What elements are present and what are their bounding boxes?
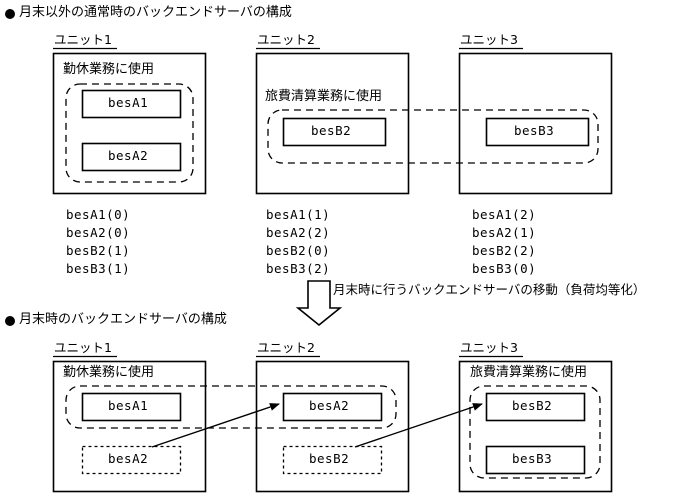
- bottom-server-box-besA2: [282, 392, 383, 422]
- bottom-server-label-besB3: besB3: [512, 451, 553, 466]
- migration-arrow-besB2: [354, 403, 483, 448]
- top-unit2-box: [255, 52, 410, 195]
- bottom-server-label-besB2: besB2: [512, 398, 553, 413]
- list-item: besB2(2): [472, 243, 537, 258]
- bottom-server-box-besB2: [485, 392, 586, 422]
- list-item: besA2(0): [66, 225, 131, 240]
- bottom-group-travel-expense-dashed: [469, 385, 601, 479]
- bottom-unit3-box: [458, 360, 613, 493]
- bottom-unit2-label: ユニット2: [257, 340, 315, 355]
- top-server-box-besA1: [81, 89, 182, 119]
- top-server-box-besB2: [282, 117, 387, 147]
- migration-arrow-besA2: [151, 403, 280, 448]
- top-server-label-besA2: besA2: [108, 148, 149, 163]
- bottom-server-label-besA1: besA1: [108, 398, 149, 413]
- bottom-ghost-box-besB2: [282, 445, 383, 475]
- list-item: besB2(0): [266, 243, 331, 258]
- list-item: besB2(1): [66, 243, 131, 258]
- bottom-server-box-besB3: [485, 445, 586, 475]
- top-group-attendance-dashed: [65, 83, 194, 183]
- top-unit1-box: [52, 52, 207, 195]
- down-block-arrow-icon: [295, 280, 343, 327]
- top-section-title: 月末以外の通常時のバックエンドサーバの構成: [19, 5, 292, 20]
- list-item: besA1(1): [266, 207, 331, 222]
- top-unit3-box: [458, 52, 613, 195]
- top-unit3-status-list: besA1(2) besA2(1) besB2(2) besB3(0): [472, 207, 536, 276]
- list-item: besA1(0): [66, 207, 131, 222]
- bottom-server-box-besA1: [81, 392, 182, 422]
- top-group-travel-expense-dashed: [267, 109, 599, 164]
- top-server-box-besB3: [485, 117, 590, 147]
- top-unit1-group-label: 勤休業務に使用: [63, 62, 155, 77]
- top-server-box-besA2: [81, 142, 182, 172]
- top-unit1-label: ユニット1: [54, 32, 112, 47]
- bottom-unit1-box: [52, 360, 207, 493]
- bottom-section-title: 月末時のバックエンドサーバの構成: [19, 312, 227, 327]
- list-item: besB3(1): [66, 261, 131, 276]
- list-item: besB3(0): [472, 261, 537, 276]
- bottom-ghost-label-besB2: besB2: [309, 451, 350, 466]
- top-server-label-besA1: besA1: [108, 95, 149, 110]
- top-unit2-group-label: 旅費清算業務に使用: [265, 89, 383, 104]
- top-unit2-label: ユニット2: [257, 32, 315, 47]
- top-section-bullet-icon: [5, 9, 15, 19]
- bottom-server-label-besA2: besA2: [309, 398, 350, 413]
- list-item: besB3(2): [266, 261, 331, 276]
- top-server-label-besB2: besB2: [311, 123, 352, 138]
- list-item: besA1(2): [472, 207, 537, 222]
- bottom-unit3-label: ユニット3: [460, 340, 518, 355]
- top-unit2-status-list: besA1(1) besA2(2) besB2(0) besB3(2): [266, 207, 330, 276]
- list-item: besA2(1): [472, 225, 537, 240]
- list-item: besA2(2): [266, 225, 331, 240]
- transition-caption: 月末時に行うバックエンドサーバの移動（負荷均等化）: [333, 282, 646, 297]
- top-server-label-besB3: besB3: [514, 123, 555, 138]
- top-unit1-status-list: besA1(0) besA2(0) besB2(1) besB3(1): [66, 207, 130, 276]
- bottom-section-bullet-icon: [5, 316, 15, 326]
- bottom-ghost-label-besA2: besA2: [108, 451, 149, 466]
- bottom-ghost-box-besA2: [81, 445, 182, 475]
- top-unit3-label: ユニット3: [460, 32, 518, 47]
- bottom-unit1-label: ユニット1: [54, 340, 112, 355]
- bottom-unit1-group-label: 勤休業務に使用: [63, 365, 155, 380]
- bottom-unit3-group-label: 旅費清算業務に使用: [470, 365, 588, 380]
- bottom-unit2-box: [255, 360, 410, 493]
- bottom-group-attendance-dashed: [65, 385, 397, 429]
